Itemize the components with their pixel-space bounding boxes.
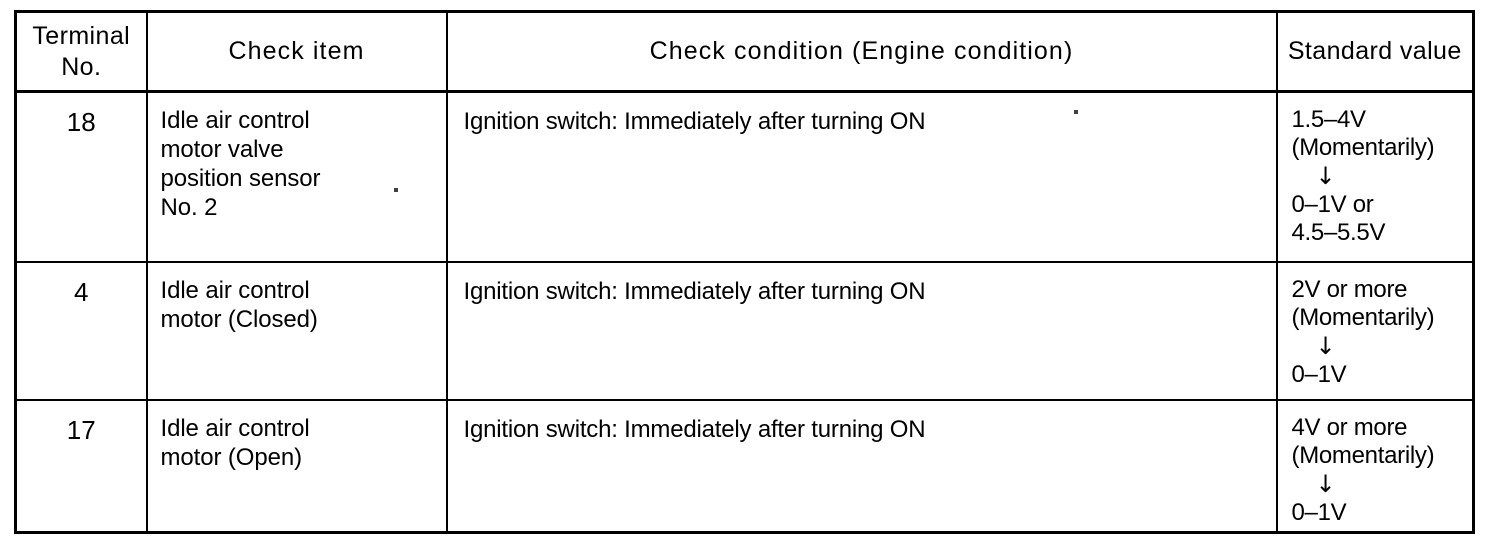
standard-value-after: 0–1V: [1291, 360, 1347, 388]
column-header-standard-value-label: Standard value: [1287, 37, 1462, 65]
table-header: Terminal No. Check item Check condition …: [14, 10, 1475, 93]
column-header-standard-value: Standard value: [1275, 10, 1475, 93]
down-arrow-icon: ↓: [1315, 331, 1336, 360]
cell-standard-value: 4V or more (Momentarily) ↓ 0–1V: [1275, 398, 1475, 534]
cell-check-condition: Ignition switch: Immediately after turni…: [445, 398, 1278, 534]
column-header-terminal-no: Terminal No.: [14, 10, 148, 93]
terminal-no-value: 4: [74, 276, 89, 307]
terminal-no-value: 17: [66, 414, 96, 445]
table-body: 18 Idle air control motor valve position…: [14, 90, 1475, 534]
cell-check-condition: Ignition switch: Immediately after turni…: [445, 90, 1278, 263]
standard-value-before: 2V or more (Momentarily): [1291, 275, 1435, 331]
cell-check-item: Idle air control motor (Open): [145, 398, 448, 534]
down-arrow-icon: ↓: [1315, 469, 1336, 498]
cell-terminal-no: 4: [14, 260, 148, 401]
table-row: 17 Idle air control motor (Open) Ignitio…: [14, 398, 1475, 534]
scan-artifact-speck: [1074, 110, 1078, 114]
cell-standard-value: 2V or more (Momentarily) ↓ 0–1V: [1275, 260, 1475, 401]
cell-check-item: Idle air control motor valve position se…: [145, 90, 448, 263]
column-header-terminal-no-label: Terminal No.: [32, 21, 131, 81]
check-condition-value: Ignition switch: Immediately after turni…: [463, 108, 926, 135]
scan-artifact-speck: [394, 188, 398, 192]
terminal-no-value: 18: [66, 107, 96, 137]
down-arrow-icon: ↓: [1315, 162, 1336, 190]
column-header-check-item-label: Check item: [228, 37, 365, 65]
table-row: 18 Idle air control motor valve position…: [14, 90, 1475, 263]
check-condition-value: Ignition switch: Immediately after turni…: [463, 277, 926, 305]
cell-check-item: Idle air control motor (Closed): [145, 260, 448, 401]
column-header-check-condition-label: Check condition (Engine condition): [649, 37, 1074, 65]
standard-value-block: 2V or more (Momentarily) ↓ 0–1V: [1278, 263, 1473, 389]
standard-value-block: 1.5–4V (Momentarily) ↓ 0–1V or 4.5–5.5V: [1278, 93, 1473, 247]
standard-value-before: 4V or more (Momentarily): [1291, 413, 1435, 469]
column-header-check-condition: Check condition (Engine condition): [445, 10, 1278, 93]
table-row: 4 Idle air control motor (Closed) Igniti…: [14, 260, 1475, 401]
spec-table-container: Terminal No. Check item Check condition …: [14, 10, 1475, 534]
cell-check-condition: Ignition switch: Immediately after turni…: [445, 260, 1278, 401]
check-item-value: Idle air control motor valve position se…: [160, 107, 321, 221]
standard-value-after: 0–1V: [1291, 498, 1347, 526]
header-row: Terminal No. Check item Check condition …: [14, 10, 1475, 93]
check-item-value: Idle air control motor (Closed): [160, 276, 318, 333]
standard-value-block: 4V or more (Momentarily) ↓ 0–1V: [1278, 401, 1473, 527]
cell-standard-value: 1.5–4V (Momentarily) ↓ 0–1V or 4.5–5.5V: [1275, 90, 1475, 263]
standard-value-after: 0–1V or 4.5–5.5V: [1291, 191, 1386, 246]
terminal-check-table: Terminal No. Check item Check condition …: [14, 10, 1475, 534]
cell-terminal-no: 18: [14, 90, 148, 263]
cell-terminal-no: 17: [14, 398, 148, 534]
standard-value-before: 1.5–4V (Momentarily): [1291, 106, 1435, 161]
column-header-check-item: Check item: [145, 10, 448, 93]
check-condition-value: Ignition switch: Immediately after turni…: [463, 415, 926, 443]
check-item-value: Idle air control motor (Open): [160, 414, 310, 471]
